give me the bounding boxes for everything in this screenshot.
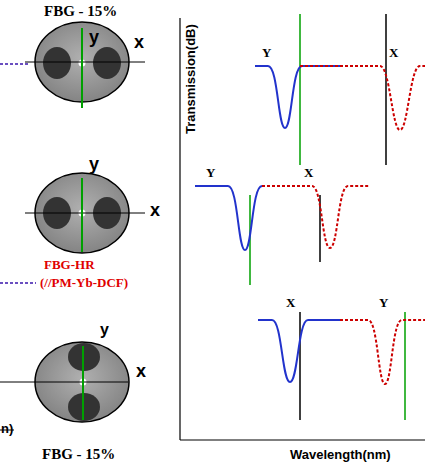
- polarization-label: Y: [262, 46, 271, 59]
- axis-name: x: [150, 201, 160, 219]
- spectrum-row: [195, 186, 370, 285]
- fiber-section: [0, 22, 145, 108]
- axis-title: Transmission(dB): [184, 24, 197, 134]
- axis-name: y: [89, 155, 99, 173]
- fiber-caption: FBG - 15%: [42, 447, 115, 462]
- polarization-label: Y: [379, 296, 388, 309]
- fiber-caption: (//PM-Yb-DCF): [40, 276, 128, 289]
- fiber-caption: FBG-HR: [44, 258, 95, 271]
- fiber-caption: FBG - 15%: [44, 4, 117, 19]
- axis-title: Wavelength(nm): [290, 448, 391, 461]
- axis-name: y: [100, 322, 109, 338]
- polarization-label: X: [389, 46, 398, 59]
- spectrum-row: [255, 14, 425, 165]
- fiber-section: [0, 342, 129, 430]
- axis-name: x: [136, 362, 146, 380]
- polarization-label: X: [304, 166, 313, 179]
- axis-name: x: [134, 33, 144, 51]
- polarization-label: X: [286, 296, 295, 309]
- fiber-section: [0, 173, 145, 283]
- cut-label: n): [1, 422, 13, 435]
- spectrum-row: [258, 312, 425, 420]
- axis-name: y: [89, 28, 99, 46]
- chart-axes: [180, 18, 425, 440]
- polarization-label: Y: [206, 166, 215, 179]
